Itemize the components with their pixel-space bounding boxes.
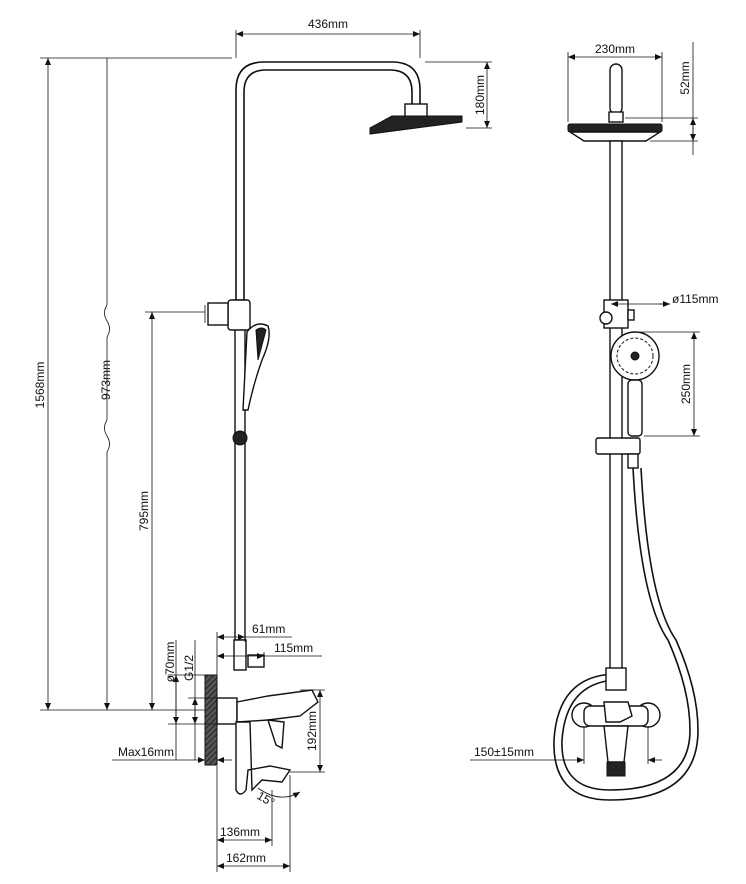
slide-rail [234,299,246,641]
dim-head-thickness: 52mm [678,61,692,94]
rain-shower-head-icon [369,115,463,135]
front-rain-head-face [567,131,663,142]
dim-head-drop: 180mm [473,75,487,115]
shower-hose [561,467,691,791]
front-riser-top [609,63,623,115]
lower-connector [233,639,247,671]
dim-center-distance: 150±15mm [474,745,534,759]
dim-total-height: 1568mm [33,362,47,409]
front-upper-bracket-cap [599,311,613,325]
dim-max-offset: Max16mm [118,745,174,759]
dim-depth-162: 162mm [226,851,266,865]
dim-handset-height: 795mm [137,491,151,531]
overhead-arm [235,61,421,300]
overhead-arm-inner [243,69,413,300]
dim-handset-dia: ø115mm [672,292,718,306]
dim-handset-length: 250mm [679,364,693,404]
mixer-lever-icon [266,719,285,750]
bath-spout [235,721,292,795]
front-rail [609,140,623,682]
dim-head-width: 436mm [308,17,348,31]
upper-bracket [227,299,251,331]
front-hose-nut [627,453,639,469]
dim-valve-height: 192mm [305,711,319,751]
wall-section [204,674,218,766]
side-view [204,61,463,799]
dim-arm-115: 115mm [274,641,313,655]
front-handset-center [630,351,640,361]
front-lower-connector [605,667,627,691]
front-view-dimensions: 230mm 52mm ø115mm 250mm 150±15mm [470,42,718,764]
dim-thread: G1/2 [182,655,196,681]
hand-shower-icon [242,323,270,411]
dim-wall-dia: ø70mm [163,642,177,683]
side-view-dimensions: 436mm 180mm 1568mm 973mm 795mm 61mm 115m [33,17,492,872]
front-view [553,63,699,801]
front-mixer-lever-icon [603,701,633,723]
front-spout-outlet [606,761,626,777]
break-mark-lower [104,419,110,453]
slider-knob-icon [232,430,248,446]
dim-head-dia: 230mm [595,42,635,56]
front-handset-grip [627,379,643,437]
dim-rail-height: 973mm [99,360,113,400]
front-slider [595,437,641,455]
dim-arm-61: 61mm [252,622,285,636]
dim-depth-136: 136mm [220,825,260,839]
angle-arc [257,787,301,799]
front-rain-head-icon [567,123,663,133]
front-spout [603,725,629,763]
break-mark-upper [104,304,110,338]
dim-spout-angle: 15° [255,788,278,809]
front-head-connector [608,111,624,123]
diverter-knob [247,654,265,668]
handset-face [255,327,267,361]
wall-flange [216,697,238,725]
front-bracket-tab [627,309,635,321]
upper-wall-mount [207,302,229,326]
